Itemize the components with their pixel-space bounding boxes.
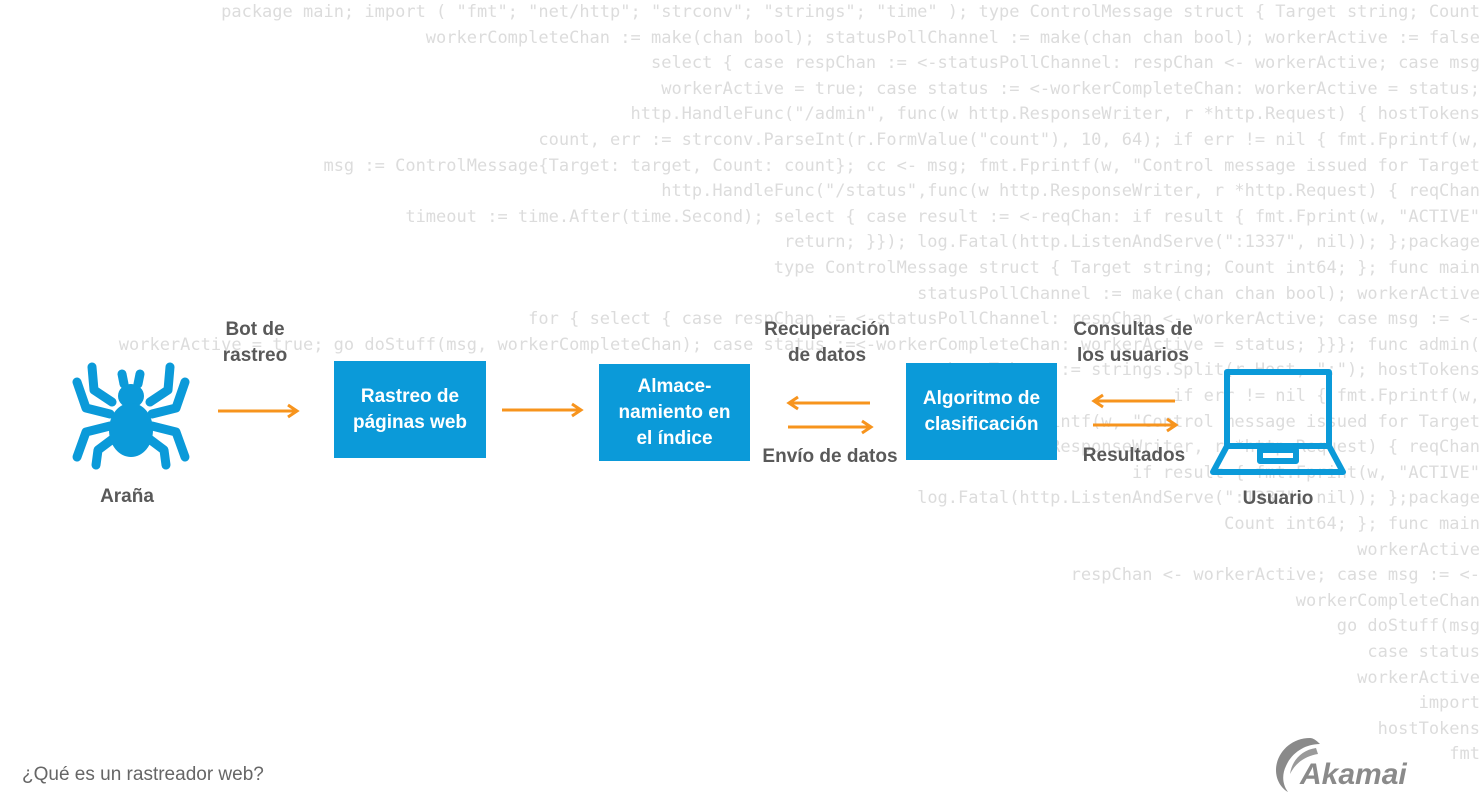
code-line: fmt xyxy=(1449,744,1480,765)
code-line: workerCompleteChan := make(chan bool); s… xyxy=(425,27,1480,48)
arrow-results xyxy=(1093,417,1179,433)
slide-title: ¿Qué es un rastreador web? xyxy=(22,764,264,785)
code-line: timeout := time.After(time.Second); sele… xyxy=(405,206,1480,227)
box-ranking: Algoritmo de clasificación xyxy=(906,363,1057,460)
edge-label-send: Envío de datos xyxy=(762,446,898,467)
code-line: workerActive = true; case status := <-wo… xyxy=(661,78,1480,99)
edge-label-retrieve: Recuperación de datos xyxy=(764,319,890,366)
spider-label: Araña xyxy=(100,486,154,507)
code-line: workerActive xyxy=(1357,667,1480,688)
box-crawl: Rastreo de páginas web xyxy=(334,361,486,458)
code-line: for { select { case respChan := <-status… xyxy=(528,309,1480,330)
code-line: http.HandleFunc("/admin", func(w http.Re… xyxy=(630,104,1480,125)
edge-label-results: Resultados xyxy=(1082,445,1186,466)
arrow-bot xyxy=(218,403,300,419)
code-line: case status xyxy=(1367,642,1480,662)
code-line: workerCompleteChan xyxy=(1295,590,1480,611)
box-index: Almace- namiento en el índice xyxy=(599,364,750,461)
akamai-logo: Akamai xyxy=(1276,738,1407,792)
code-line: return; }}); log.Fatal(http.ListenAndSer… xyxy=(784,232,1480,253)
code-line: package main; import ( "fmt"; "net/http"… xyxy=(221,2,1480,22)
laptop-icon xyxy=(1210,369,1346,475)
arrow-retrieve xyxy=(786,395,870,411)
code-line: type ControlMessage struct { Target stri… xyxy=(773,258,1480,278)
code-line: respChan <- workerActive; case msg := <- xyxy=(1070,565,1480,586)
code-line: Count int64; }; func main xyxy=(1224,514,1480,534)
edge-label-bot: Bot de rastreo xyxy=(222,319,288,366)
svg-text:Akamai: Akamai xyxy=(1299,758,1407,791)
arrow-crawl-index xyxy=(502,402,584,418)
code-line: http.HandleFunc("/status",func(w http.Re… xyxy=(661,181,1480,202)
spider-icon xyxy=(72,362,190,470)
code-line: log.Fatal(http.ListenAndServe(":1337", n… xyxy=(917,488,1480,509)
arrow-queries xyxy=(1091,393,1175,409)
user-label: Usuario xyxy=(1242,488,1314,509)
code-line: select { case respChan := <-statusPollCh… xyxy=(650,53,1480,74)
code-line: msg := ControlMessage{Target: target, Co… xyxy=(323,155,1480,176)
code-line: workerActive xyxy=(1357,539,1480,560)
code-line: import xyxy=(1418,693,1480,714)
arrow-send xyxy=(788,419,874,435)
code-line: go doStuff(msg xyxy=(1336,616,1480,637)
edge-label-queries: Consultas de los usuarios xyxy=(1073,319,1193,366)
code-line: statusPollChannel := make(chan chan bool… xyxy=(917,283,1480,304)
code-line: count, err := strconv.ParseInt(r.FormVal… xyxy=(538,130,1480,150)
